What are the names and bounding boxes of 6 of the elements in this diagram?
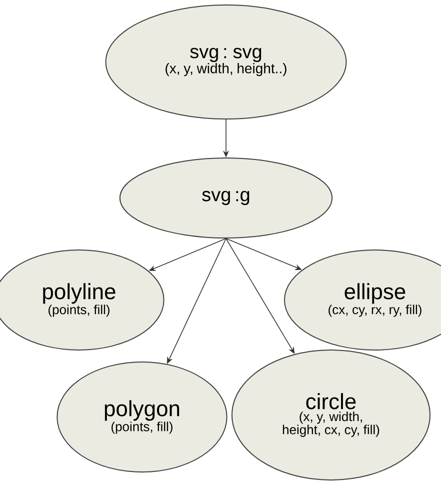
ellipse-node: svg :g [119,158,333,238]
ellipse-node: svg : svg (x, y, width, height..) [105,4,347,120]
ellipse-node: circle (x, y, width, height, cx, cy, fill) [232,350,430,480]
ellipse-node: polygon (points, fill) [56,362,228,472]
arrow [226,238,295,354]
ellipse-node: ellipse (cx, cy, rx, ry, fill) [284,250,441,350]
